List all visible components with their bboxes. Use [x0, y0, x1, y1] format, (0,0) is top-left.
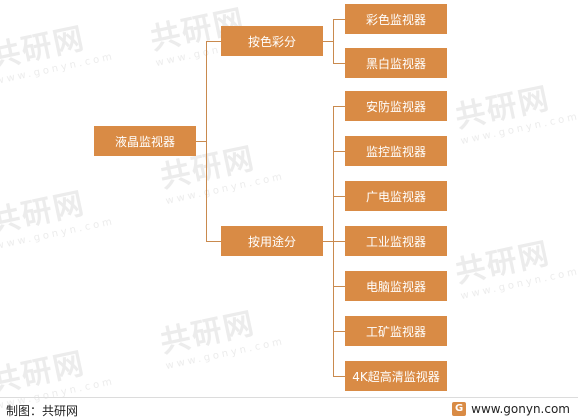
leaf-node: 监控监视器 [345, 136, 447, 166]
source-label: 制图：共研网 [6, 404, 79, 418]
connector-use-5 [333, 286, 345, 287]
leaf-node: 彩色监视器 [345, 4, 447, 34]
connector-use-out [323, 241, 333, 242]
connector-branch-1 [206, 41, 221, 42]
connector-color-out [323, 41, 333, 42]
connector-use-2 [333, 151, 345, 152]
site-credit: G www.gonyn.com [452, 402, 570, 416]
connector-branch-spine [206, 41, 207, 241]
connector-root [196, 141, 206, 142]
connector-use-3 [333, 196, 345, 197]
site-url: www.gonyn.com [471, 402, 570, 416]
connector-color-spine [333, 19, 334, 63]
connector-use-1 [333, 106, 345, 107]
leaf-node: 广电监视器 [345, 181, 447, 211]
leaf-node: 安防监视器 [345, 91, 447, 121]
connector-use-6 [333, 331, 345, 332]
connector-color-1 [333, 19, 345, 20]
connector-use-7 [333, 376, 345, 377]
leaf-node: 黑白监视器 [345, 48, 447, 78]
gonyn-logo-icon: G [452, 402, 467, 416]
connector-use-4 [333, 241, 345, 242]
leaf-node: 电脑监视器 [345, 271, 447, 301]
root-node: 液晶监视器 [94, 126, 196, 156]
footer: 制图：共研网 G www.gonyn.com [0, 397, 578, 420]
leaf-node: 工矿监视器 [345, 316, 447, 346]
connector-color-2 [333, 63, 345, 64]
branch-node-color: 按色彩分 [221, 26, 323, 56]
connector-branch-2 [206, 241, 221, 242]
branch-node-use: 按用途分 [221, 226, 323, 256]
leaf-node: 工业监视器 [345, 226, 447, 256]
leaf-node: 4K超高清监视器 [345, 361, 447, 391]
